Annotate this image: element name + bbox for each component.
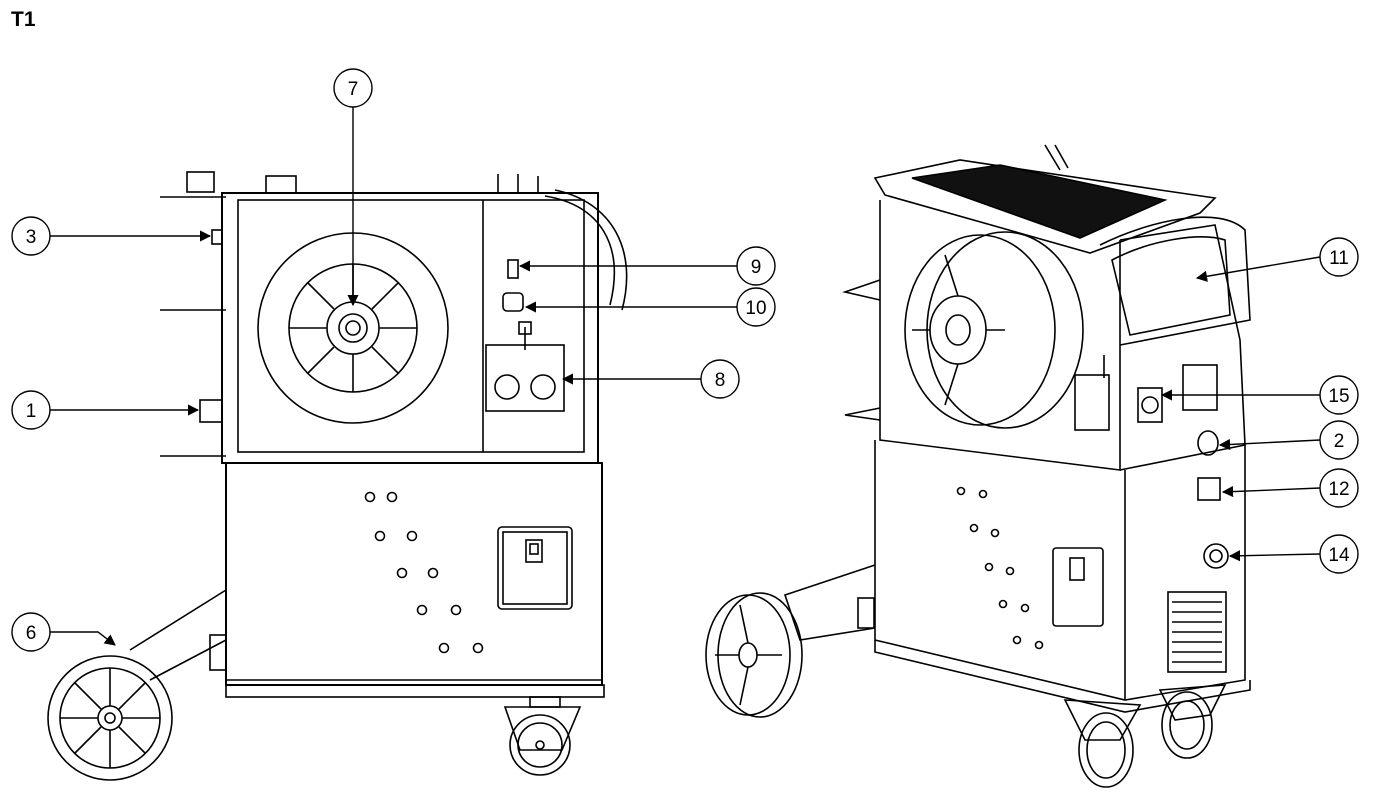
callout-7: 7 — [333, 68, 373, 307]
perspective-view-machine — [705, 144, 1251, 788]
callout-15: 15 — [1160, 375, 1359, 415]
callout-6: 6 — [11, 612, 116, 652]
callout-8: 8 — [561, 359, 740, 399]
callout-2: 2 — [1218, 420, 1359, 460]
callout-1-label: 1 — [26, 401, 37, 422]
callout-7-label: 7 — [348, 79, 359, 100]
callout-12-label: 12 — [1328, 479, 1349, 500]
side-view-machine — [47, 171, 628, 781]
callout-9-label: 9 — [751, 257, 762, 278]
callout-14-label: 14 — [1328, 545, 1350, 566]
callout-10-label: 10 — [745, 298, 766, 319]
callout-10: 10 — [524, 287, 776, 327]
callout-12: 12 — [1221, 468, 1359, 508]
callout-15-label: 15 — [1328, 386, 1349, 407]
callout-8-label: 8 — [715, 370, 726, 391]
callout-1: 1 — [11, 390, 200, 430]
callout-2-label: 2 — [1334, 431, 1345, 452]
callout-3-label: 3 — [26, 227, 37, 248]
callout-11: 11 — [1195, 237, 1359, 282]
callout-9: 9 — [518, 246, 776, 286]
callout-3: 3 — [11, 216, 212, 256]
callout-6-label: 6 — [26, 623, 37, 644]
callout-14: 14 — [1228, 534, 1359, 574]
callout-11-label: 11 — [1329, 248, 1349, 269]
figure-title: T1 — [11, 8, 36, 31]
